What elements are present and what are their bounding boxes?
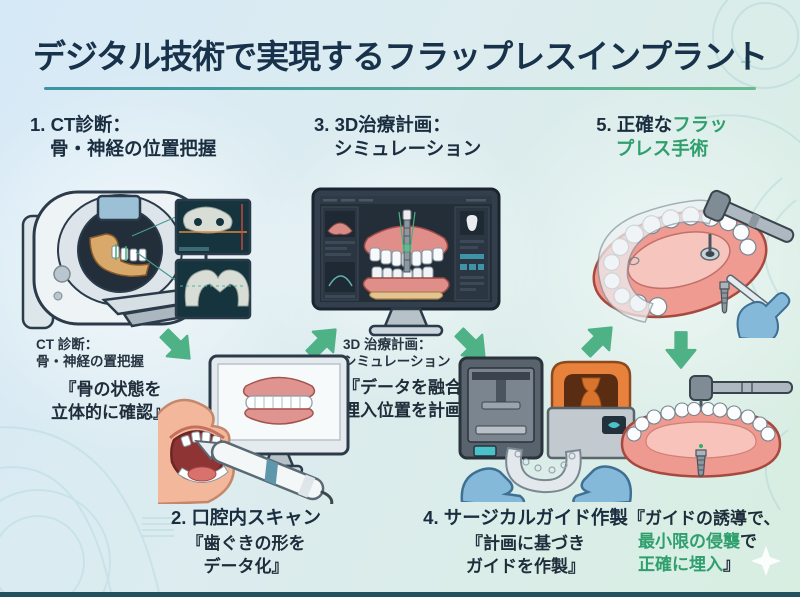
flow-arrow-icon (149, 318, 206, 375)
ct-note-quote-line2: 立体的に確認』 (51, 402, 170, 422)
step2-label: 2. 口腔内スキャン 『歯ぐきの形を データ化』 (156, 506, 336, 579)
plan-note-quote-line1: 『データを融合し (343, 377, 479, 397)
final-note-line1: 『ガイドの誘導で、 (628, 509, 781, 528)
plan-note: 3D 治療計画： シミュレーション 『データを融合し 埋入位置を計画』 (343, 337, 479, 423)
step5-heading: 5. 正確なフラッ プレス手術 (562, 113, 762, 162)
title-underline (44, 87, 756, 90)
ct-note-quote-line1: 『骨の状態を (59, 379, 162, 399)
plan-note-small2: シミュレーション (343, 353, 451, 369)
step3-heading: 3. 3D治療計画： シミュレーション (314, 113, 481, 162)
step2-quote: 『歯ぐきの形を データ化』 (156, 533, 336, 579)
planning-monitor-illustration (306, 186, 506, 338)
step4-quote-line1: 『計画に基づき (466, 534, 585, 554)
final-note: 『ガイドの誘導で、 最小限の侵襲で 正確に埋入』 (628, 508, 780, 577)
footer-bar (0, 592, 800, 597)
step4-heading: 4. サージカルガイド作製 (423, 507, 628, 528)
step3-heading-line2: シミュレーション (334, 138, 482, 160)
step2-quote-line1: 『歯ぐきの形を (186, 534, 306, 554)
step1-heading: 1. CT診断： 骨・神経の位置把握 (30, 113, 217, 162)
ct-note-small2: 骨・神経の置把握 (36, 353, 144, 369)
step5-heading-line2: プレス手術 (615, 138, 709, 160)
final-note-line3-accent: 正確に埋入 (638, 554, 723, 574)
final-note-line2-accent: 最小限の侵襲 (638, 531, 740, 551)
plan-note-quote-line2: 埋入位置を計画』 (343, 400, 479, 420)
flow-arrow-icon (444, 317, 501, 374)
page-title: デジタル技術で実現するフラップレスインプラント (32, 38, 768, 75)
step5-accent1: フラッ (672, 114, 728, 135)
plan-note-quote: 『データを融合し 埋入位置を計画』 (343, 377, 479, 423)
final-note-line3-plain: 』 (723, 554, 740, 574)
step4-quote-line2: ガイドを作製』 (466, 557, 585, 577)
ct-note: CT 診断： 骨・神経の置把握 『骨の状態を 立体的に確認』 (36, 337, 203, 425)
step5-prefix: 5. 正確な (596, 114, 673, 135)
step1-heading-line2: 骨・神経の位置把握 (50, 138, 217, 160)
final-note-line2: 最小限の侵襲で (628, 531, 780, 554)
step5-heading-line1: 5. 正確なフラッ (562, 113, 762, 137)
final-note-line3: 正確に埋入』 (628, 554, 780, 577)
step3-heading-line1: 3. 3D治療計画： (314, 114, 451, 135)
printers-and-guide-illustration (452, 350, 640, 502)
guided-implant-illustration (612, 372, 798, 482)
final-note-line2-plain: で (740, 531, 757, 551)
ct-scanner-illustration (20, 186, 255, 336)
intraoral-scan-illustration (158, 352, 353, 504)
step1-heading-line1: 1. CT診断： (30, 114, 131, 135)
flapless-surgery-illustration (580, 186, 795, 338)
ct-note-quote: 『骨の状態を 立体的に確認』 (18, 379, 203, 425)
flow-arrow-icon (571, 312, 628, 369)
step4-quote: 『計画に基づき ガイドを作製』 (418, 533, 633, 579)
step2-heading: 2. 口腔内スキャン (170, 507, 322, 528)
plan-note-small1: 3D 治療計画： (343, 337, 432, 352)
ct-note-small1: CT 診断： (36, 337, 99, 352)
step2-quote-line2: データ化』 (203, 557, 289, 577)
sparkle-decoration (751, 546, 781, 576)
step4-label: 4. サージカルガイド作製 『計画に基づき ガイドを作製』 (418, 506, 633, 579)
flow-arrow-icon (661, 330, 701, 370)
